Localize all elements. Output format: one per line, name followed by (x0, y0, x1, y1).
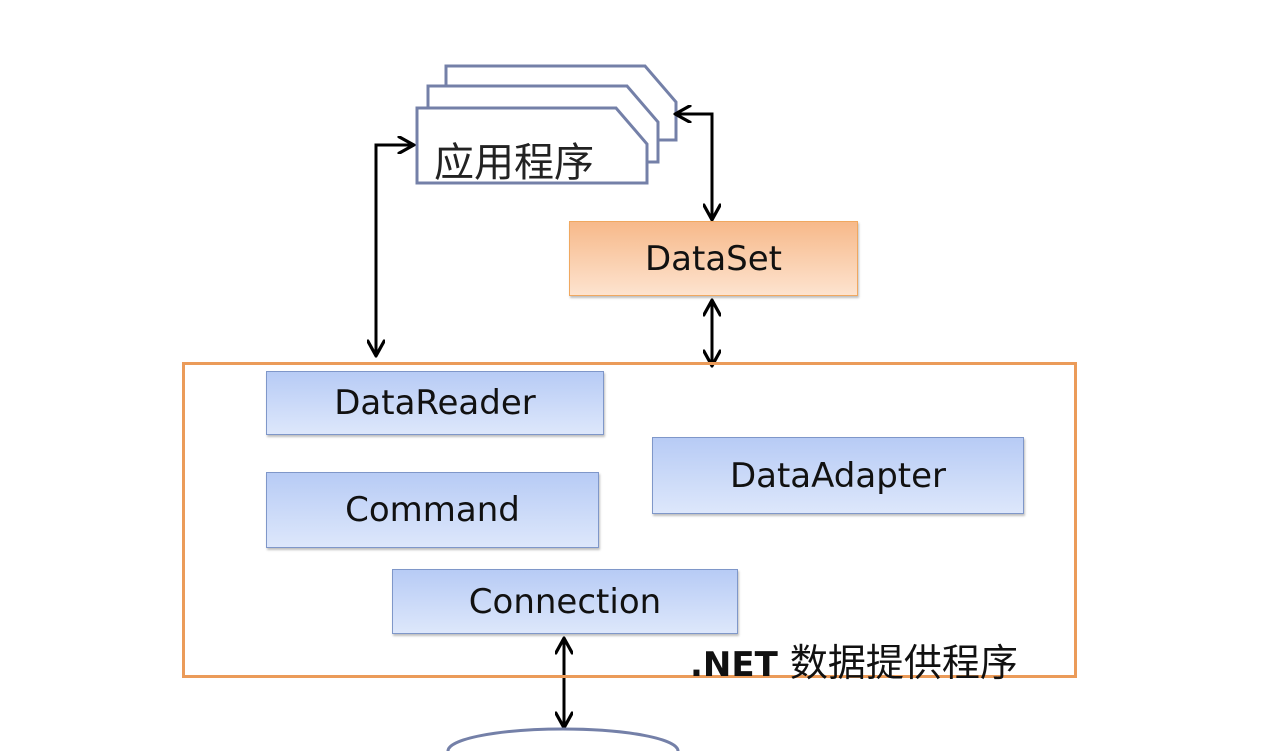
provider-label-cn: 数据提供程序 (789, 641, 1018, 685)
arrow-app-dataset (677, 114, 712, 218)
net-data-provider-frame (182, 362, 1077, 678)
database-cylinder-icon (446, 727, 680, 751)
application-label: 应用程序 (434, 140, 594, 186)
dataset-label: DataSet (644, 238, 782, 279)
arrow-app-datareader (376, 145, 412, 354)
datareader-label: DataReader (334, 383, 536, 423)
datareader-box: DataReader (266, 371, 604, 435)
dataset-box: DataSet (569, 221, 858, 296)
application-stack-icon (415, 64, 678, 185)
command-box: Command (266, 472, 599, 548)
command-label: Command (345, 490, 520, 530)
dataadapter-box: DataAdapter (652, 437, 1024, 514)
provider-label-net: .NET (690, 645, 778, 685)
connection-box: Connection (392, 569, 738, 634)
provider-label: .NET 数据提供程序 (690, 632, 1018, 687)
application-sheet-front (415, 106, 649, 185)
connection-label: Connection (468, 581, 662, 622)
dataadapter-label: DataAdapter (729, 455, 947, 496)
